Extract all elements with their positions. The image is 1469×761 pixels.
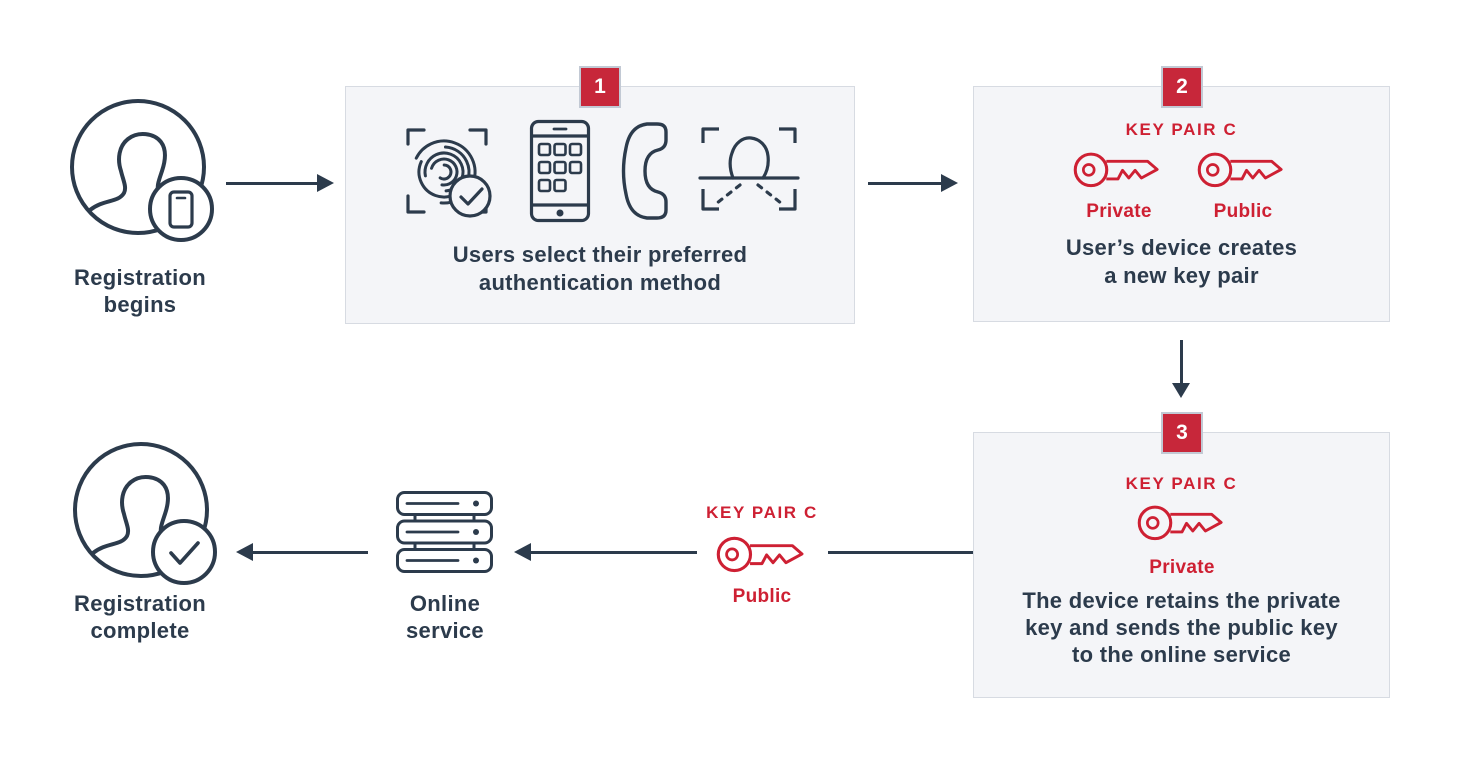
step2-keypair-title: KEY PAIR C (1125, 120, 1238, 139)
step1-box (345, 86, 855, 324)
registration-begins-label: Registration begins (74, 265, 206, 317)
public-key-icon (1197, 152, 1283, 188)
keypad-phone-icon (529, 119, 591, 223)
step3-keypair-title: KEY PAIR C (1125, 474, 1238, 493)
transfer-keypair-title: KEY PAIR C (706, 503, 818, 522)
private-key-icon (1073, 152, 1159, 188)
step1-badge: 1 (581, 68, 619, 106)
check-badge-icon (169, 541, 200, 565)
public-key-icon (716, 536, 804, 573)
step2-badge: 2 (1163, 68, 1201, 106)
step3-private-label: Private (1149, 557, 1215, 578)
online-service-label: Online service (406, 591, 484, 643)
step2-private-label: Private (1086, 201, 1152, 222)
user-verified-icon (73, 442, 217, 585)
server-icon (396, 491, 493, 573)
registration-complete-label: Registration complete (74, 591, 206, 643)
phone-badge-icon (168, 190, 194, 229)
step2-public-label: Public (1213, 201, 1273, 222)
step1-caption: Users select their preferred authenticat… (452, 242, 748, 295)
transfer-public-label: Public (732, 586, 792, 607)
step2-box (973, 86, 1390, 322)
fingerprint-icon (406, 128, 492, 218)
face-scan-icon (698, 127, 800, 211)
user-with-phone-icon (70, 99, 214, 242)
handset-icon (621, 122, 668, 220)
private-key-icon (1137, 505, 1223, 541)
check-circle-icon (448, 174, 492, 218)
step2-caption: User’s device creates a new key pair (1065, 235, 1298, 288)
step3-badge: 3 (1163, 414, 1201, 452)
step3-box (973, 432, 1390, 698)
step3-caption: The device retains the private key and s… (1022, 588, 1341, 667)
